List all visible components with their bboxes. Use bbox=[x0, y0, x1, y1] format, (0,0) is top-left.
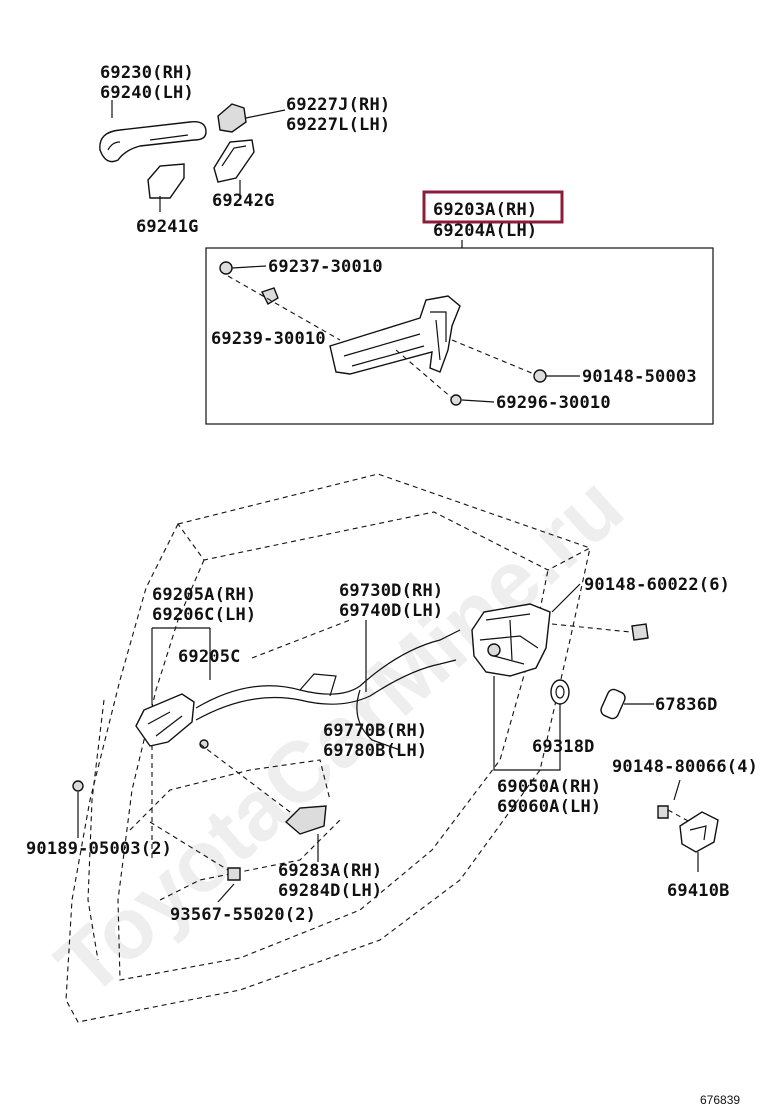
label-69230: 69230(RH) bbox=[100, 63, 194, 83]
label-69410b: 69410B bbox=[667, 881, 730, 901]
label-69770b: 69770B(RH) bbox=[323, 721, 427, 741]
bracket-part bbox=[284, 805, 327, 835]
label-69318d: 69318D bbox=[532, 737, 595, 757]
handle-pad-part-2 bbox=[147, 163, 185, 199]
washer-part bbox=[550, 679, 570, 705]
striker-bolt-part bbox=[657, 805, 669, 819]
door-outline bbox=[65, 473, 592, 1023]
door-clip-part bbox=[72, 780, 84, 792]
label-69730d: 69730D(RH) bbox=[339, 581, 443, 601]
label-69060a: 69060A(LH) bbox=[497, 797, 601, 817]
label-69205c: 69205C bbox=[178, 647, 241, 667]
label-69239: 69239-30010 bbox=[211, 329, 326, 349]
label-69237: 69237-30010 bbox=[268, 257, 383, 277]
handle-cap-part bbox=[217, 103, 247, 133]
label-93567: 93567-55020(2) bbox=[170, 905, 316, 925]
label-69203a: 69203A(RH) bbox=[433, 200, 537, 220]
label-69283a: 69283A(RH) bbox=[278, 861, 382, 881]
label-69284d: 69284D(LH) bbox=[278, 881, 382, 901]
label-69227l: 69227L(LH) bbox=[286, 115, 390, 135]
seal-part bbox=[600, 688, 626, 720]
label-90148-80066: 90148-80066(4) bbox=[612, 757, 758, 777]
label-69227j: 69227J(RH) bbox=[286, 95, 390, 115]
inside-handle-part bbox=[135, 693, 195, 747]
label-69206c: 69206C(LH) bbox=[152, 605, 256, 625]
label-69204a: 69204A(LH) bbox=[433, 221, 537, 241]
outside-handle-group bbox=[99, 100, 286, 212]
screw-part-2 bbox=[227, 867, 241, 881]
handle-frame-assembly-group bbox=[205, 190, 714, 425]
bolt-part-2 bbox=[450, 394, 462, 406]
bolt-part bbox=[533, 369, 547, 383]
handle-frame-part bbox=[329, 295, 461, 375]
handle-pad-part bbox=[213, 139, 255, 183]
diagram-id: 676839 bbox=[700, 1093, 740, 1107]
label-90189: 90189-05003(2) bbox=[26, 839, 172, 859]
label-69050a: 69050A(RH) bbox=[497, 777, 601, 797]
label-69296: 69296-30010 bbox=[496, 393, 611, 413]
lock-bolt-part bbox=[631, 623, 649, 641]
label-90148-60022: 90148-60022(6) bbox=[584, 575, 730, 595]
part-labels: 69230(RH) 69240(LH) 69227J(RH) 69227L(LH… bbox=[26, 63, 758, 1107]
label-90148-50003: 90148-50003 bbox=[582, 367, 697, 387]
grommet-part bbox=[261, 287, 279, 305]
label-69241g: 69241G bbox=[136, 217, 199, 237]
lock-rivet-part bbox=[487, 643, 501, 657]
screw-part bbox=[219, 261, 233, 275]
outside-handle-part bbox=[99, 121, 207, 163]
label-69205a: 69205A(RH) bbox=[152, 585, 256, 605]
label-69242g: 69242G bbox=[212, 191, 275, 211]
highlight-box bbox=[422, 190, 564, 224]
label-67836d: 67836D bbox=[655, 695, 718, 715]
label-69240: 69240(LH) bbox=[100, 83, 194, 103]
lock-cable-group bbox=[72, 583, 719, 903]
striker-part bbox=[679, 811, 719, 853]
label-69780b: 69780B(LH) bbox=[323, 741, 427, 761]
label-69740d: 69740D(LH) bbox=[339, 601, 443, 621]
